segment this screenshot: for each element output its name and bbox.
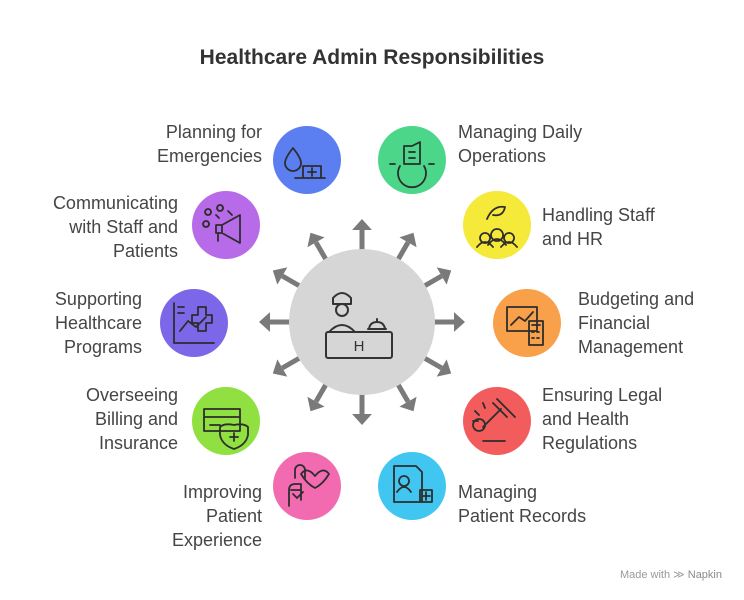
hand-heart-icon bbox=[288, 464, 330, 507]
arrow-head bbox=[454, 312, 465, 332]
made-with-text: Made with bbox=[619, 569, 671, 581]
node-circle bbox=[273, 126, 341, 194]
arrow-head bbox=[307, 396, 325, 412]
label-line: Healthcare bbox=[54, 313, 142, 333]
node-billing-insurance bbox=[192, 387, 260, 455]
node-legal-health-regulations bbox=[463, 387, 531, 455]
label-line: and Health bbox=[542, 409, 630, 429]
node-circle bbox=[378, 452, 446, 520]
label-line: Operations bbox=[458, 146, 547, 166]
label-line: Experience bbox=[171, 530, 262, 550]
megaphone-icon bbox=[202, 204, 241, 244]
gear-building-icon bbox=[389, 141, 435, 189]
label-line: Regulations bbox=[542, 433, 638, 453]
label-line: Ensuring Legal bbox=[542, 385, 663, 405]
arrow-head bbox=[272, 267, 288, 285]
arrow-head bbox=[436, 359, 452, 377]
napkin-icon: ≫ bbox=[673, 569, 685, 581]
node-patient-records bbox=[378, 452, 446, 520]
label-line: Managing Daily bbox=[458, 122, 583, 142]
calculator-chart-icon bbox=[506, 306, 544, 346]
napkin-brand: Napkin bbox=[687, 569, 722, 581]
arrow-head bbox=[259, 312, 270, 332]
label-line: Handling Staff bbox=[542, 205, 655, 225]
arrow-head bbox=[436, 267, 452, 285]
node-budgeting-financial bbox=[493, 289, 561, 357]
label-line: Planning for bbox=[165, 122, 262, 142]
label-handling-staff-hr: Handling Staff and HR bbox=[542, 203, 732, 251]
label-line: and HR bbox=[542, 229, 604, 249]
node-circle bbox=[192, 191, 260, 259]
node-circle bbox=[273, 452, 341, 520]
label-line: Managing bbox=[458, 482, 538, 502]
label-line: Financial bbox=[578, 313, 651, 333]
label-line: Billing and bbox=[94, 409, 178, 429]
node-handling-staff-hr bbox=[463, 191, 531, 259]
node-circle bbox=[493, 289, 561, 357]
node-circle bbox=[378, 126, 446, 194]
node-circle bbox=[463, 191, 531, 259]
center-hub bbox=[289, 249, 435, 395]
page-title: Healthcare Admin Responsibilities bbox=[199, 46, 545, 69]
node-planning-emergencies bbox=[273, 126, 341, 194]
node-healthcare-programs bbox=[160, 289, 228, 357]
label-line: with Staff and bbox=[69, 217, 178, 237]
desk-letter: H bbox=[354, 338, 365, 355]
arrow-head bbox=[307, 232, 325, 248]
label-line: Management bbox=[578, 337, 684, 357]
blood-drop-hospital-icon bbox=[284, 147, 326, 179]
node-managing-daily-operations bbox=[378, 126, 446, 194]
patient-record-icon bbox=[393, 465, 433, 503]
arrow-head bbox=[352, 414, 372, 425]
node-circle bbox=[463, 387, 531, 455]
label-line: Patient Records bbox=[458, 506, 587, 526]
node-patient-experience bbox=[273, 452, 341, 520]
label-line: Patients bbox=[112, 241, 178, 261]
receptionist-desk-icon: H bbox=[325, 292, 393, 359]
label-line: Overseeing bbox=[85, 385, 178, 405]
chart-plus-icon bbox=[173, 302, 215, 344]
label-line: Budgeting and bbox=[578, 289, 695, 309]
label-line: Programs bbox=[63, 337, 142, 357]
node-circle bbox=[192, 387, 260, 455]
label-line: Patient bbox=[205, 506, 262, 526]
arrow-head bbox=[399, 396, 417, 412]
footer: Made with ≫ Napkin bbox=[620, 568, 722, 581]
card-shield-icon bbox=[203, 408, 249, 450]
label-line: Improving bbox=[182, 482, 262, 502]
label-line: Insurance bbox=[98, 433, 178, 453]
label-line: Emergencies bbox=[156, 146, 262, 166]
arrow-head bbox=[399, 232, 417, 248]
arrow-head bbox=[352, 219, 372, 230]
staff-group-icon bbox=[476, 205, 518, 248]
label-line: Communicating bbox=[52, 193, 178, 213]
node-communicating-staff-patients bbox=[192, 191, 260, 259]
gavel-icon bbox=[472, 398, 516, 442]
arrow-head bbox=[272, 359, 288, 377]
label-line: Supporting bbox=[54, 289, 142, 309]
